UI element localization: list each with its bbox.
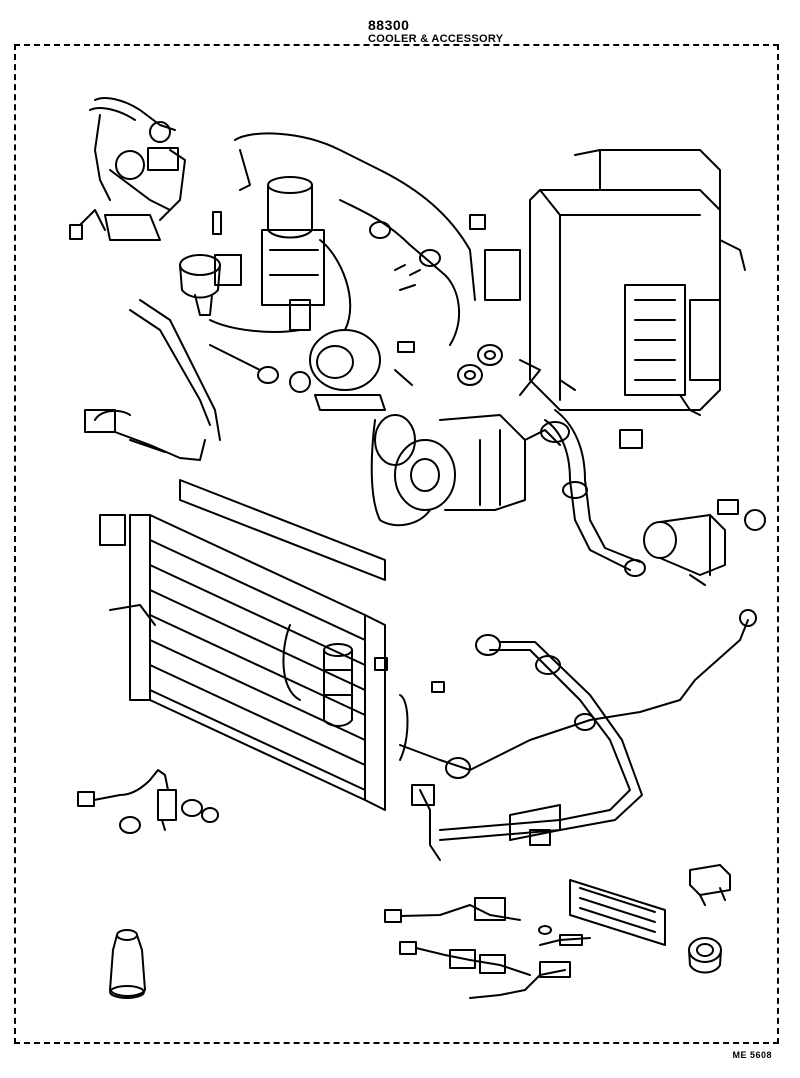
idler-pulley (310, 330, 414, 410)
relay (690, 865, 730, 905)
receiver-drier (324, 644, 444, 726)
part-name: COOLER & ACCESSORY (368, 33, 504, 45)
bushing (689, 938, 721, 973)
refrigerant-can (110, 930, 145, 998)
suction-hose (541, 410, 645, 576)
title-block: 88300 COOLER & ACCESSORY (368, 18, 503, 45)
evaporator-unit (470, 150, 745, 448)
compressor (372, 415, 560, 525)
vacuum-hoses (210, 200, 459, 345)
idle-up-valve (180, 212, 241, 315)
wiring-harness (385, 898, 590, 998)
vacuum-canister (235, 133, 475, 330)
figure-code: ME 5608 (732, 1050, 772, 1060)
condenser (100, 480, 385, 810)
pressure-switch (78, 770, 218, 833)
suction-hose-left (85, 300, 310, 460)
part-number: 88300 (368, 17, 410, 33)
control-panel (570, 880, 665, 945)
blower-motor (644, 500, 765, 585)
discharge-tube (400, 610, 756, 860)
vacuum-actuator-assembly (70, 98, 185, 240)
diagram-frame (14, 44, 779, 1044)
grommets (458, 345, 502, 385)
